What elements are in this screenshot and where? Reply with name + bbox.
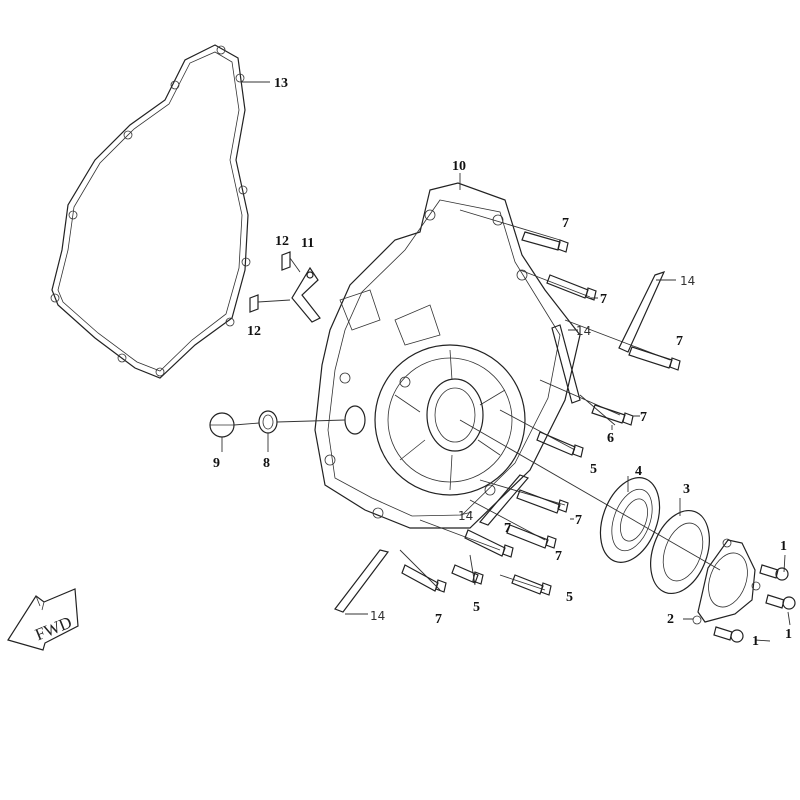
- callout-7: 7: [640, 410, 647, 425]
- callout-1: 1: [752, 634, 759, 649]
- callout-14: 14: [370, 609, 385, 623]
- callout-14: 14: [680, 274, 695, 288]
- callout-7: 7: [555, 549, 562, 564]
- callout-14: 14: [576, 324, 591, 338]
- callout-7: 7: [504, 521, 511, 536]
- callout-5: 5: [590, 462, 597, 477]
- callout-14: 14: [458, 509, 473, 523]
- brackets: [334, 270, 666, 613]
- callout-7: 7: [435, 612, 442, 627]
- callout-7: 7: [676, 334, 683, 349]
- callout-5: 5: [473, 600, 480, 615]
- callout-11: 11: [301, 236, 314, 251]
- callout-1: 1: [780, 539, 787, 554]
- callout-7: 7: [600, 292, 607, 307]
- bearing-seal-plate: [459, 419, 796, 643]
- callout-12: 12: [247, 324, 261, 339]
- callout-1: 1: [785, 627, 792, 642]
- bolts: [399, 209, 681, 596]
- plug-and-washer: [209, 410, 346, 452]
- callout-7: 7: [562, 216, 569, 231]
- callout-9: 9: [213, 456, 220, 471]
- callout-10: 10: [452, 159, 466, 174]
- callout-3: 3: [683, 482, 690, 497]
- fwd-direction-arrow: FWD: [7, 588, 79, 651]
- fwd-label: FWD: [32, 613, 74, 645]
- crankcase-cover: [314, 182, 581, 529]
- callout-12: 12: [275, 234, 289, 249]
- callout-13: 13: [274, 76, 288, 91]
- callout-6: 6: [607, 431, 614, 446]
- callout-7: 7: [575, 513, 582, 528]
- callout-labels: 13 10 7 12 11 14 7 12 14 7 7 6 5 9 8 4 3…: [213, 76, 792, 649]
- callout-4: 4: [635, 464, 642, 479]
- callout-5: 5: [566, 590, 573, 605]
- gasket: [50, 44, 251, 379]
- clip-and-bolts: [249, 251, 321, 323]
- callout-8: 8: [263, 456, 270, 471]
- callout-2: 2: [667, 612, 674, 627]
